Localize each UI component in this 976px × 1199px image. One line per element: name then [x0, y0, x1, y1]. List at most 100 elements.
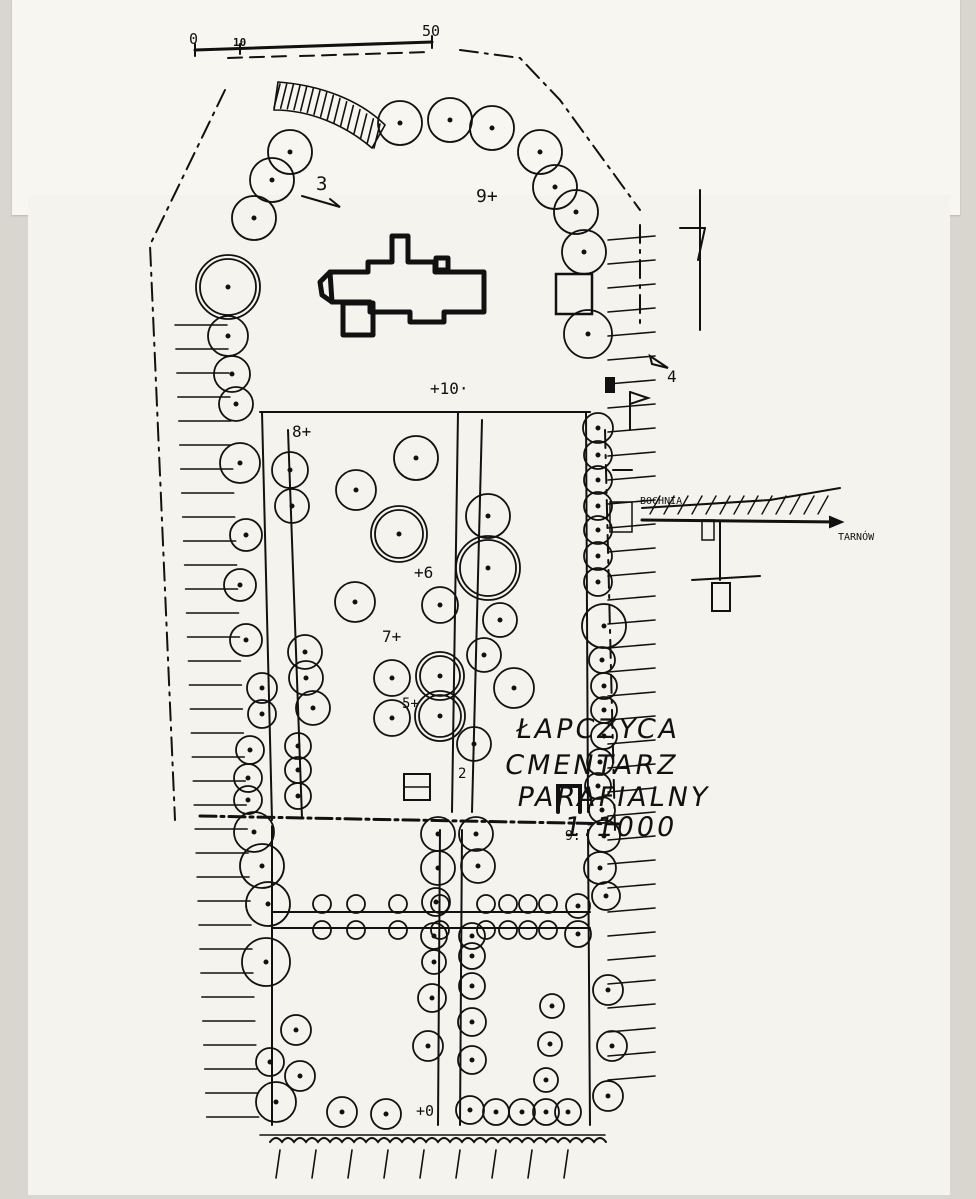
tree-29	[482, 602, 518, 638]
tree-32	[288, 660, 324, 696]
tree-65	[591, 881, 621, 911]
tree-66	[233, 811, 275, 853]
tree-10	[249, 157, 295, 203]
bush-2	[346, 894, 366, 940]
label-9: 9+	[476, 186, 498, 207]
label-0: +0	[416, 1102, 434, 1120]
scale-bar	[193, 35, 434, 59]
tree-34	[246, 672, 278, 704]
tree-98	[592, 974, 624, 1006]
title-line-1: ŁAPCZYCA	[513, 714, 683, 745]
tree-78	[458, 942, 486, 970]
tree-84	[280, 1014, 312, 1046]
tree-36	[373, 659, 411, 697]
tree-17	[271, 451, 309, 489]
tree-94	[554, 1098, 582, 1126]
map-number-labels: 3 4 9+ +10· 8+ +6 7+ 5+ 2 +0 9:	[292, 173, 677, 1120]
tree-26	[455, 535, 521, 601]
tree-31	[287, 634, 323, 670]
label-4: 4	[667, 367, 677, 386]
tree-7	[561, 229, 607, 275]
belfry-square	[554, 272, 594, 316]
scale-label-50: 50	[422, 22, 440, 40]
scale-label-10: 10	[233, 36, 246, 49]
bush-5	[476, 894, 496, 940]
tree-89	[370, 1098, 402, 1130]
locator-inset	[640, 487, 845, 612]
tree-88	[326, 1096, 358, 1128]
cemetery-boundary	[148, 49, 641, 831]
cemetery-paths	[198, 411, 622, 1126]
tree-20	[223, 568, 257, 602]
tree-102	[564, 920, 592, 948]
right-grave-rows	[607, 235, 656, 1081]
tree-69	[241, 937, 291, 987]
tree-101	[565, 893, 591, 919]
tree-72	[420, 850, 456, 886]
tree-37	[373, 699, 411, 737]
tree-11	[231, 195, 277, 241]
tree-19	[229, 518, 263, 552]
tree-62	[588, 796, 616, 824]
tree-99	[596, 1030, 628, 1062]
tree-96	[537, 1031, 563, 1057]
tree-77	[458, 922, 486, 950]
tree-38	[415, 651, 465, 701]
tree-21	[229, 623, 263, 657]
bush-8	[538, 894, 558, 940]
tree-3	[469, 105, 515, 151]
tree-81	[457, 1045, 487, 1075]
tree-14	[213, 355, 251, 393]
label-8: 8+	[292, 422, 311, 441]
tree-80	[457, 1007, 487, 1037]
tree-71	[458, 816, 494, 852]
bush-4	[430, 894, 450, 940]
scale-label-0: 0	[189, 30, 198, 48]
tree-1	[377, 100, 423, 146]
title-line-3: PARAFIALNY	[515, 782, 713, 813]
tree-53	[583, 541, 613, 571]
tree-39	[414, 690, 466, 742]
tree-23	[335, 469, 377, 511]
tree-22	[393, 435, 439, 481]
bush-3	[388, 894, 408, 940]
tree-60	[586, 748, 614, 776]
north-marker	[679, 189, 706, 331]
tree-85	[255, 1047, 285, 1077]
gate-post	[605, 377, 615, 393]
bush-1	[312, 894, 332, 940]
tree-57	[590, 672, 618, 700]
tree-symbols	[195, 97, 628, 1130]
tree-41	[456, 726, 492, 762]
tree-46	[284, 756, 312, 784]
tree-44	[233, 785, 263, 815]
bottom-fence	[269, 1137, 607, 1144]
church-outline	[317, 233, 487, 338]
tree-73	[460, 848, 496, 884]
tree-2	[427, 97, 473, 143]
bottom-grave-rows	[275, 1149, 569, 1179]
tree-49	[583, 440, 613, 470]
label-5: 5+	[402, 696, 419, 712]
label-9b: 9:	[565, 829, 581, 844]
tree-33	[295, 690, 331, 726]
tree-35	[247, 699, 277, 729]
tree-12	[195, 254, 261, 320]
tree-28	[421, 586, 459, 624]
entrance-stairs	[273, 81, 386, 150]
tree-76	[421, 949, 447, 975]
label-7: 7+	[382, 627, 401, 646]
tree-97	[533, 1067, 559, 1093]
tree-43	[233, 763, 263, 793]
tree-27	[334, 581, 376, 623]
tree-4	[517, 129, 563, 175]
title-scale: 1:1000	[561, 812, 679, 843]
tree-86	[284, 1060, 316, 1092]
title-line-2: CMENTARZ	[502, 750, 681, 781]
tree-45	[284, 732, 312, 760]
tree-100	[592, 1080, 624, 1112]
tree-16	[219, 442, 261, 484]
tree-68	[245, 881, 291, 927]
